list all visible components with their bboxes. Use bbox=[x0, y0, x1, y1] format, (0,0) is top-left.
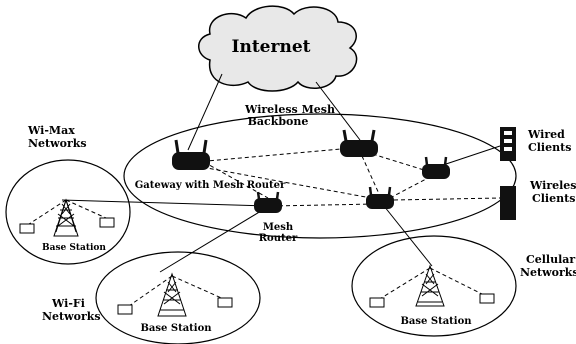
wimax-label-line2: Networks bbox=[28, 137, 87, 150]
wired-links bbox=[61, 73, 501, 273]
cellular-label-line2: Networks bbox=[520, 266, 576, 279]
wifi-label-line2: Networks bbox=[42, 310, 101, 323]
wifi-base-station-label: Base Station bbox=[140, 323, 212, 334]
mesh-router-label-line2: Router bbox=[259, 233, 298, 244]
wimax-label-line1: Wi-Max bbox=[27, 124, 75, 137]
wired-clients-label-line2: Clients bbox=[528, 141, 571, 154]
mesh-router-label-line1: Mesh bbox=[263, 222, 294, 233]
gateway-label: Gateway with Mesh Router bbox=[135, 180, 286, 191]
mesh-router-lower-right bbox=[366, 186, 394, 209]
network-client-devices bbox=[19, 217, 495, 315]
wifi-base-station-tower-icon bbox=[157, 272, 187, 317]
wifi-label-line1: Wi-Fi bbox=[51, 297, 85, 310]
wifi-network-boundary bbox=[95, 251, 261, 344]
backbone-boundary bbox=[123, 113, 517, 239]
cellular-network-boundary bbox=[351, 235, 517, 337]
wimax-base-station-label: Base Station bbox=[42, 243, 106, 253]
wireless-client-device-icon bbox=[500, 186, 516, 220]
backbone-label-line2: Backbone bbox=[248, 115, 309, 128]
cellular-base-station-label: Base Station bbox=[400, 316, 472, 327]
wired-clients-label-line1: Wired bbox=[527, 128, 565, 141]
wimax-base-station-tower-icon bbox=[53, 198, 79, 237]
mesh-router-center bbox=[254, 191, 282, 213]
wimax-network-boundary bbox=[5, 159, 131, 265]
wired-client-tower-icon bbox=[500, 127, 516, 161]
gateway-mesh-router bbox=[172, 139, 210, 170]
cellular-label-line1: Cellular bbox=[526, 253, 575, 266]
internet-cloud: Internet bbox=[198, 5, 358, 92]
cellular-base-station-tower-icon bbox=[415, 264, 445, 307]
mesh-router-right bbox=[422, 156, 450, 179]
wireless-clients-label-line2: Clients bbox=[532, 192, 575, 205]
backbone-label-line1: Wireless Mesh bbox=[244, 103, 335, 116]
wireless-clients-label-line1: Wireless bbox=[529, 179, 576, 192]
mesh-router-top bbox=[340, 129, 378, 157]
internet-label: Internet bbox=[232, 37, 311, 57]
wireless-mesh-links bbox=[25, 147, 501, 309]
